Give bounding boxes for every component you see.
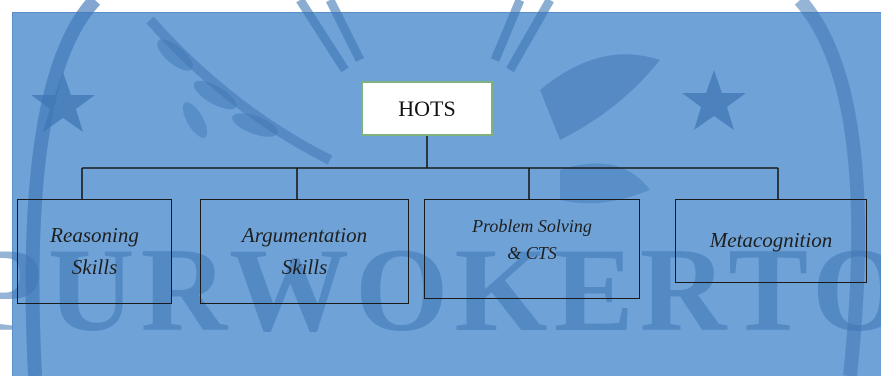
- watermark-shield-outline: [25, 0, 101, 376]
- watermark-rays-icon: [296, 0, 554, 73]
- node-reasoning-label: Reasoning Skills: [50, 223, 139, 279]
- watermark-shield-outline-right: [794, 0, 866, 376]
- node-reasoning-skills: Reasoning Skills: [17, 199, 172, 304]
- node-metacognition-label: Metacognition: [709, 228, 833, 253]
- watermark-text-span: PURWOKERTO: [0, 223, 881, 356]
- node-problem-solving: Problem Solving & CTS: [424, 199, 640, 299]
- root-node-hots: HOTS: [361, 81, 493, 136]
- diagram-panel: [12, 12, 881, 376]
- node-metacognition: Metacognition: [675, 199, 867, 283]
- root-node-label: HOTS: [398, 95, 456, 121]
- node-argumentation-skills: Argumentation Skills: [200, 199, 409, 304]
- watermark-star-left-icon: [31, 72, 95, 132]
- watermark-star-right-icon: [682, 70, 746, 130]
- watermark-leaf-icon: [540, 54, 660, 140]
- node-problem-solving-label: Problem Solving & CTS: [472, 216, 592, 263]
- watermark-text: PURWOKERTO: [0, 223, 881, 356]
- node-argumentation-label: Argumentation Skills: [241, 223, 368, 279]
